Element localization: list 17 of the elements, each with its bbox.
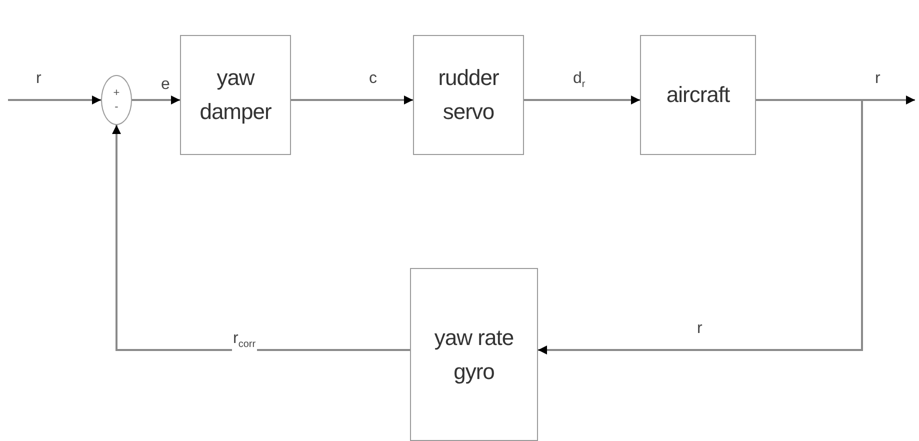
sign-label: -: [114, 100, 118, 114]
block-box: [180, 35, 291, 155]
signal-arrow: [112, 125, 410, 351]
block-box: [410, 268, 538, 441]
signal-arrow: [132, 96, 180, 104]
block-label: rudder servo: [437, 64, 500, 126]
signal-arrow: [291, 96, 413, 104]
block-box: [640, 35, 756, 155]
signal-arrow: [524, 96, 640, 104]
block-label: aircraft: [666, 81, 730, 109]
summing-junction: [101, 75, 132, 125]
block-label: yaw damper: [198, 64, 272, 126]
signal-arrow: [538, 99, 863, 354]
sign-label: +: [113, 86, 120, 100]
signal-arrow: [8, 96, 101, 104]
block-box: [413, 35, 524, 155]
block-label: yaw rate gyro: [433, 324, 515, 386]
